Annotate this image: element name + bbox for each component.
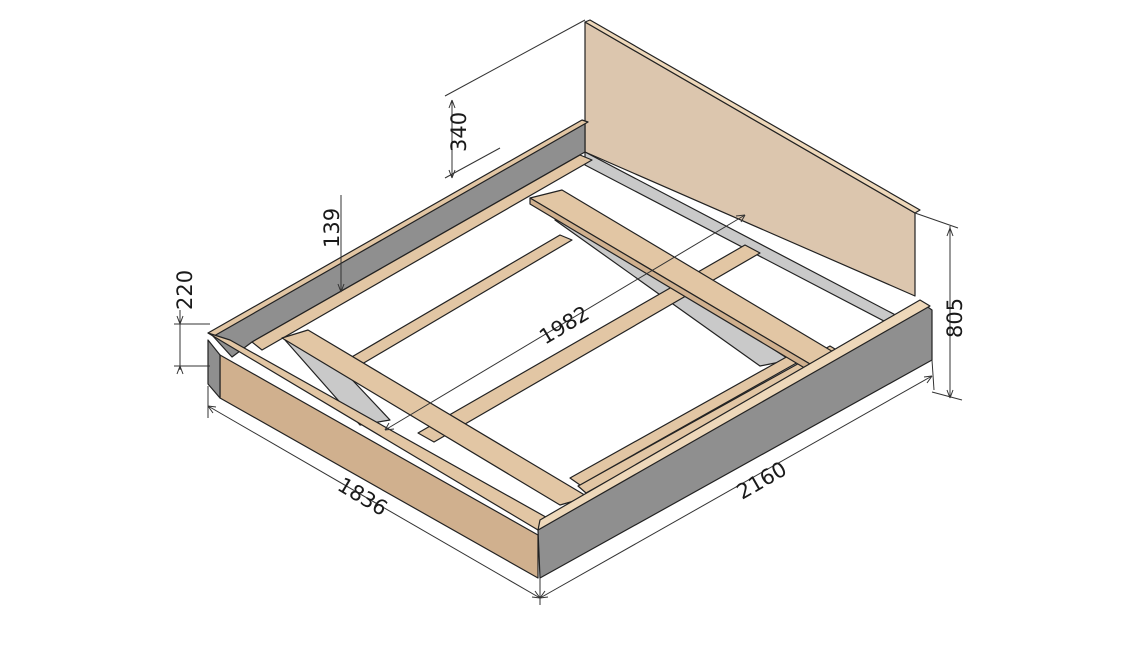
dim-340-label: 340 bbox=[447, 112, 471, 152]
rail-ledge-left bbox=[251, 154, 593, 351]
dim-139-label: 139 bbox=[320, 208, 344, 248]
dim-2160-line bbox=[539, 375, 933, 599]
dim-2160-ext-right bbox=[931, 359, 935, 391]
back-side-rail bbox=[211, 121, 586, 358]
dim-805-label: 805 bbox=[943, 298, 967, 338]
dim-340-ext-top bbox=[444, 19, 586, 97]
dim-1836-line bbox=[207, 405, 541, 599]
dim-805-ext-bot bbox=[931, 391, 963, 401]
dim-805-ext-top bbox=[914, 212, 959, 229]
foot-board-end bbox=[207, 339, 221, 399]
headboard-edge bbox=[584, 19, 921, 214]
right-side-rail-top bbox=[537, 299, 931, 531]
back-side-rail-top bbox=[207, 119, 589, 337]
dim-1982-line bbox=[384, 214, 746, 431]
slat-2 bbox=[417, 244, 761, 443]
dim-220-label: 220 bbox=[173, 270, 197, 310]
dimension-arrows bbox=[176, 99, 954, 599]
